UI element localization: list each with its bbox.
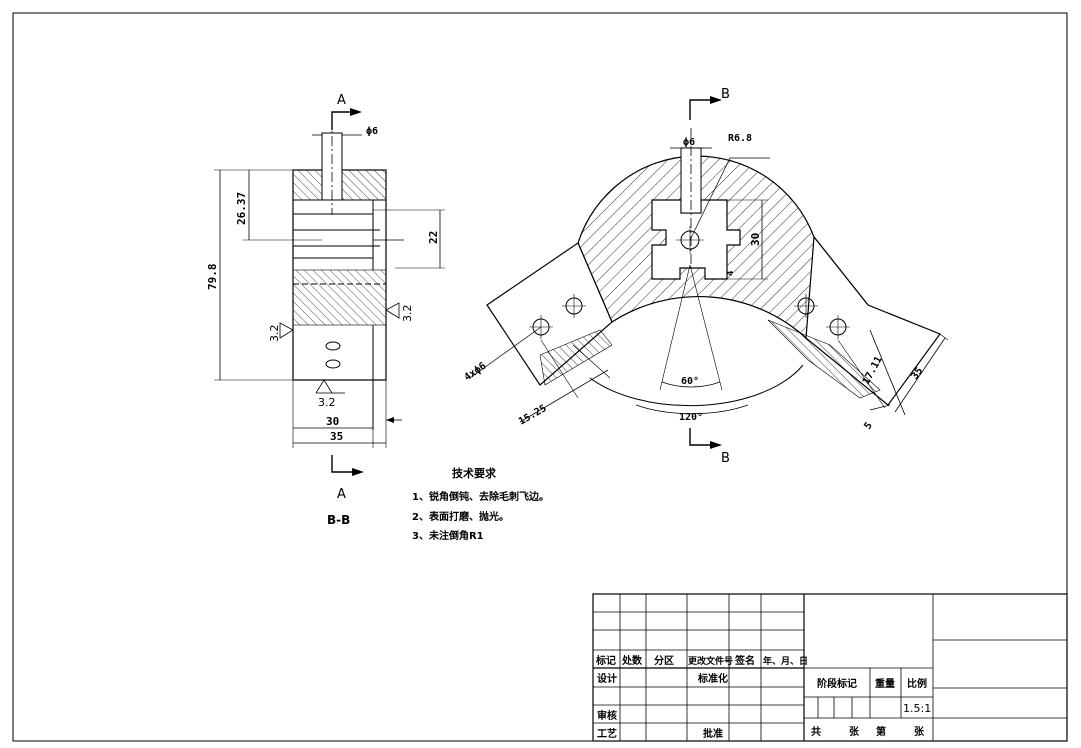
tb-scale-label: 比例 [907,677,927,690]
tb-col-date: 年、月、日 [763,655,808,667]
right-arm-hatch [767,319,881,399]
notes-title: 技术要求 [452,466,497,480]
dim-30: 30 [326,415,339,428]
section-b-bottom-arrow [689,428,716,446]
dim-15-25: 15.25 [517,403,549,428]
left-hole-diameter: ϕ6 [366,126,378,137]
r6-8-leader [689,157,770,241]
roughness-bottom-icon [315,379,333,394]
left-section-view: 79.8 26.37 22 30 35 ϕ6 3.2 3.2 3.2 [206,93,445,527]
tb-sheet-no: 第 [876,725,886,738]
dim-35: 35 [330,430,343,443]
section-b-top-arrow [689,99,716,120]
tb-weight: 重量 [875,677,895,690]
tb-process: 工艺 [597,727,617,740]
arm-holes [529,294,850,339]
tb-scale-value: 1.5:1 [903,702,931,715]
right-hole-diameter: ϕ6 [683,137,695,148]
tb-sheet-unit1: 张 [849,725,860,738]
tb-review: 审核 [597,709,617,722]
note-item-1: 1、锐角倒钝、去除毛刺飞边。 [412,490,549,503]
dim-4x-holes: 4xϕ6 [462,361,488,384]
left-small-hole-2 [325,359,341,369]
title-block [592,593,1068,742]
dim-79-8: 79.8 [206,264,219,291]
dim-26-37: 26.37 [235,192,248,225]
tb-col-mark: 标记 [595,654,616,667]
note-item-3: 3、未注倒角R1 [412,529,484,542]
roughness-left-icon [279,322,294,339]
left-arm-hatch [539,329,613,386]
tb-sheet-total: 共 [811,725,821,738]
drawing-border [12,12,1068,742]
section-b-bottom-label: B [721,451,730,466]
section-a-top-label: A [337,93,346,108]
dim-r6-8: R6.8 [728,133,752,144]
dim-22: 22 [427,231,440,244]
roughness-right: 3.2 [401,305,414,323]
roughness-right-icon [385,302,400,319]
bottom-arc [589,364,804,407]
tb-sheet-unit2: 张 [914,725,925,738]
tb-col-zone: 分区 [654,654,674,667]
tb-col-count: 处数 [621,654,643,667]
tb-approve: 批准 [703,727,723,740]
left-arm [486,242,613,386]
tb-col-doc: 更改文件号 [688,655,733,667]
tb-stage-mark: 阶段标记 [817,677,857,690]
left-small-hole-1 [325,341,341,351]
tb-standardize: 标准化 [697,672,728,685]
roughness-bottom: 3.2 [318,396,336,409]
dim-5: 5 [862,420,874,431]
roughness-left: 3.2 [268,325,281,343]
right-front-view: R6.8 ϕ6 30 4 4xϕ6 15.25 60° 120° [462,87,949,466]
section-a-bottom-label: A [337,487,346,502]
title-block-text: 标记 处数 分区 更改文件号 签名 年、月、日 设计 标准化 审核 工艺 批准 … [595,654,931,740]
section-title: B-B [327,513,350,527]
technical-notes: 技术要求 1、锐角倒钝、去除毛刺飞边。 2、表面打磨、抛光。 3、未注倒角R1 [412,466,549,542]
tb-col-sign: 签名 [734,654,755,667]
tb-design: 设计 [597,672,617,685]
left-hatch-middle [292,269,387,326]
dim-60-deg: 60° [681,376,699,387]
section-a-top-arrow [331,111,356,130]
dim-30-right: 30 [749,233,762,246]
note-item-2: 2、表面打磨、抛光。 [412,510,509,523]
dim-4: 4 [726,270,736,276]
section-a-bottom-arrow [331,455,356,473]
section-b-top-label: B [721,87,730,102]
dim-120-deg: 120° [679,412,703,423]
